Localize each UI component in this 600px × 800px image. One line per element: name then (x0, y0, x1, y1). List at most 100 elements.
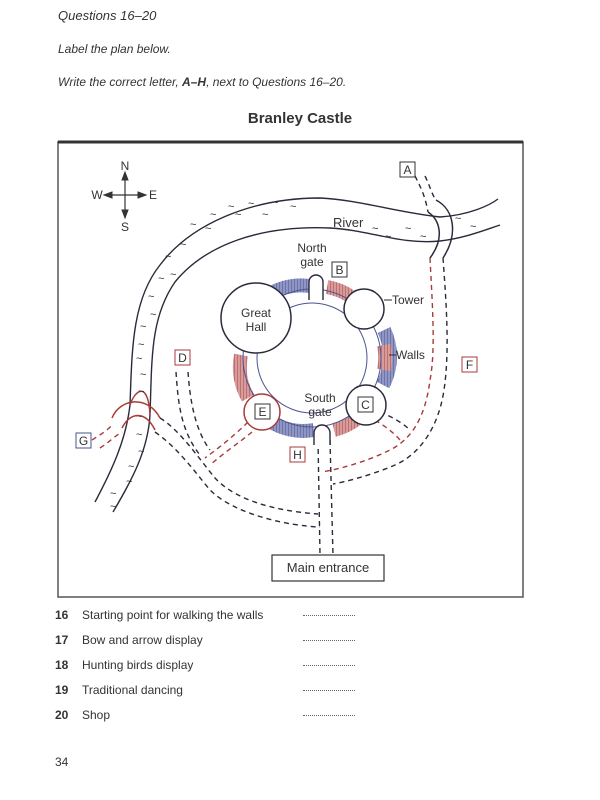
wall-east-red (377, 343, 393, 372)
path-east-inner (321, 257, 434, 473)
north-gate (308, 274, 324, 300)
answer-blank[interactable] (303, 690, 355, 691)
answer-blank[interactable] (303, 615, 355, 616)
compass-south-label: S (121, 220, 129, 234)
ripple: ~ (140, 369, 146, 381)
letter-box-d (174, 349, 191, 366)
answer-blank[interactable] (303, 640, 355, 641)
north-gate-label-2: gate (300, 255, 324, 269)
ripple: ~ (136, 353, 142, 365)
ripple: ~ (205, 223, 211, 235)
ripple: ~ (110, 501, 116, 513)
compass-west-label: W (91, 188, 103, 202)
ripple: ~ (290, 201, 296, 213)
letter-box-g (75, 432, 92, 449)
instruction-label-plan: Label the plan below. (58, 42, 171, 56)
path-g-2 (99, 431, 123, 449)
paths (91, 175, 448, 556)
south-gate-label-1: South (304, 391, 335, 405)
ripple: ~ (148, 291, 154, 303)
compass-east-label: E (149, 188, 157, 202)
ripple: ~ (136, 429, 142, 441)
ripple: ~ (210, 209, 216, 221)
ripple: ~ (180, 239, 186, 251)
question-number: 19 (55, 683, 69, 697)
instruction-text: Write the correct letter, (58, 75, 183, 89)
question-number: 16 (55, 608, 69, 622)
letter-d: D (178, 351, 187, 365)
bridge-east (427, 199, 454, 259)
river-outer-bank (94, 197, 499, 503)
ripple: ~ (455, 213, 461, 225)
path-a-right (424, 175, 437, 201)
plan-title: Branley Castle (247, 110, 353, 127)
path-c-spur-2 (374, 419, 401, 441)
south-gate (313, 424, 331, 445)
question-row: 19 Traditional dancing (55, 683, 375, 708)
great-hall-label-1: Great (241, 306, 272, 320)
letter-a: A (403, 163, 411, 177)
ripple: ~ (262, 209, 268, 221)
ripple: ~ (248, 198, 254, 210)
bridge-east-left (427, 211, 440, 259)
question-number: 18 (55, 658, 69, 672)
question-text: Bow and arrow display (82, 633, 203, 647)
compass-north-label: N (121, 159, 130, 173)
letter-c: C (361, 398, 370, 412)
path-south-left (317, 439, 321, 556)
question-number: 17 (55, 633, 69, 647)
question-text: Traditional dancing (82, 683, 183, 697)
ripple: ~ (140, 321, 146, 333)
river-inner-bank (112, 224, 501, 513)
path-southwest-upper (159, 417, 319, 515)
bridge-west-outer (111, 401, 161, 419)
ripple: ~ (372, 223, 378, 235)
arrow-east-icon (137, 191, 148, 199)
south-gate-label-2: gate (308, 405, 332, 419)
path-e-spur-2 (209, 431, 253, 466)
question-row: 18 Hunting birds display (55, 658, 375, 683)
instruction-text: , next to Questions 16–20. (206, 75, 347, 89)
ripple: ~ (165, 251, 171, 263)
letter-box-e (254, 403, 271, 420)
path-south-right (329, 439, 334, 556)
ripple: ~ (138, 339, 144, 351)
letter-g: G (79, 434, 88, 448)
arrow-north-icon (121, 170, 129, 181)
compass (102, 170, 148, 220)
ripple: ~ (470, 221, 476, 233)
answer-blank[interactable] (303, 665, 355, 666)
letter-h: H (293, 448, 302, 462)
bridge-east-right (435, 199, 454, 259)
questions-heading: Questions 16–20 (58, 8, 157, 23)
instruction-write-letter: Write the correct letter, A–H, next to Q… (58, 75, 346, 89)
ripple: ~ (420, 231, 426, 243)
bridge-west-inner (121, 414, 156, 431)
river-ripples: ~ ~ ~ ~ ~ ~ ~ ~ ~ ~ ~ ~ ~ ~ ~ ~ ~ ~ ~ ~ … (110, 197, 476, 513)
letter-box-f (461, 356, 478, 373)
great-hall (220, 282, 292, 354)
ripple: ~ (136, 411, 142, 423)
ripple: ~ (138, 446, 144, 458)
ripple: ~ (385, 231, 391, 243)
path-a-left (414, 175, 429, 213)
ripple: ~ (128, 461, 134, 473)
letter-f: F (466, 358, 473, 372)
ripple: ~ (110, 488, 116, 500)
question-text: Shop (82, 708, 111, 722)
north-gate-label-1: North (297, 241, 326, 255)
ripple: ~ (138, 386, 144, 398)
question-row: 20 Shop (55, 708, 375, 733)
answer-blank[interactable] (303, 715, 355, 716)
ripple: ~ (170, 269, 176, 281)
main-entrance-box (271, 554, 385, 582)
ripple: ~ (190, 219, 196, 231)
walls-label: Walls (396, 348, 425, 362)
letter-e: E (258, 405, 266, 419)
ripple: ~ (272, 197, 278, 209)
tower-ne (343, 288, 385, 330)
river-label: River (333, 215, 364, 230)
page-number: 34 (55, 755, 69, 769)
question-number: 20 (55, 708, 69, 722)
